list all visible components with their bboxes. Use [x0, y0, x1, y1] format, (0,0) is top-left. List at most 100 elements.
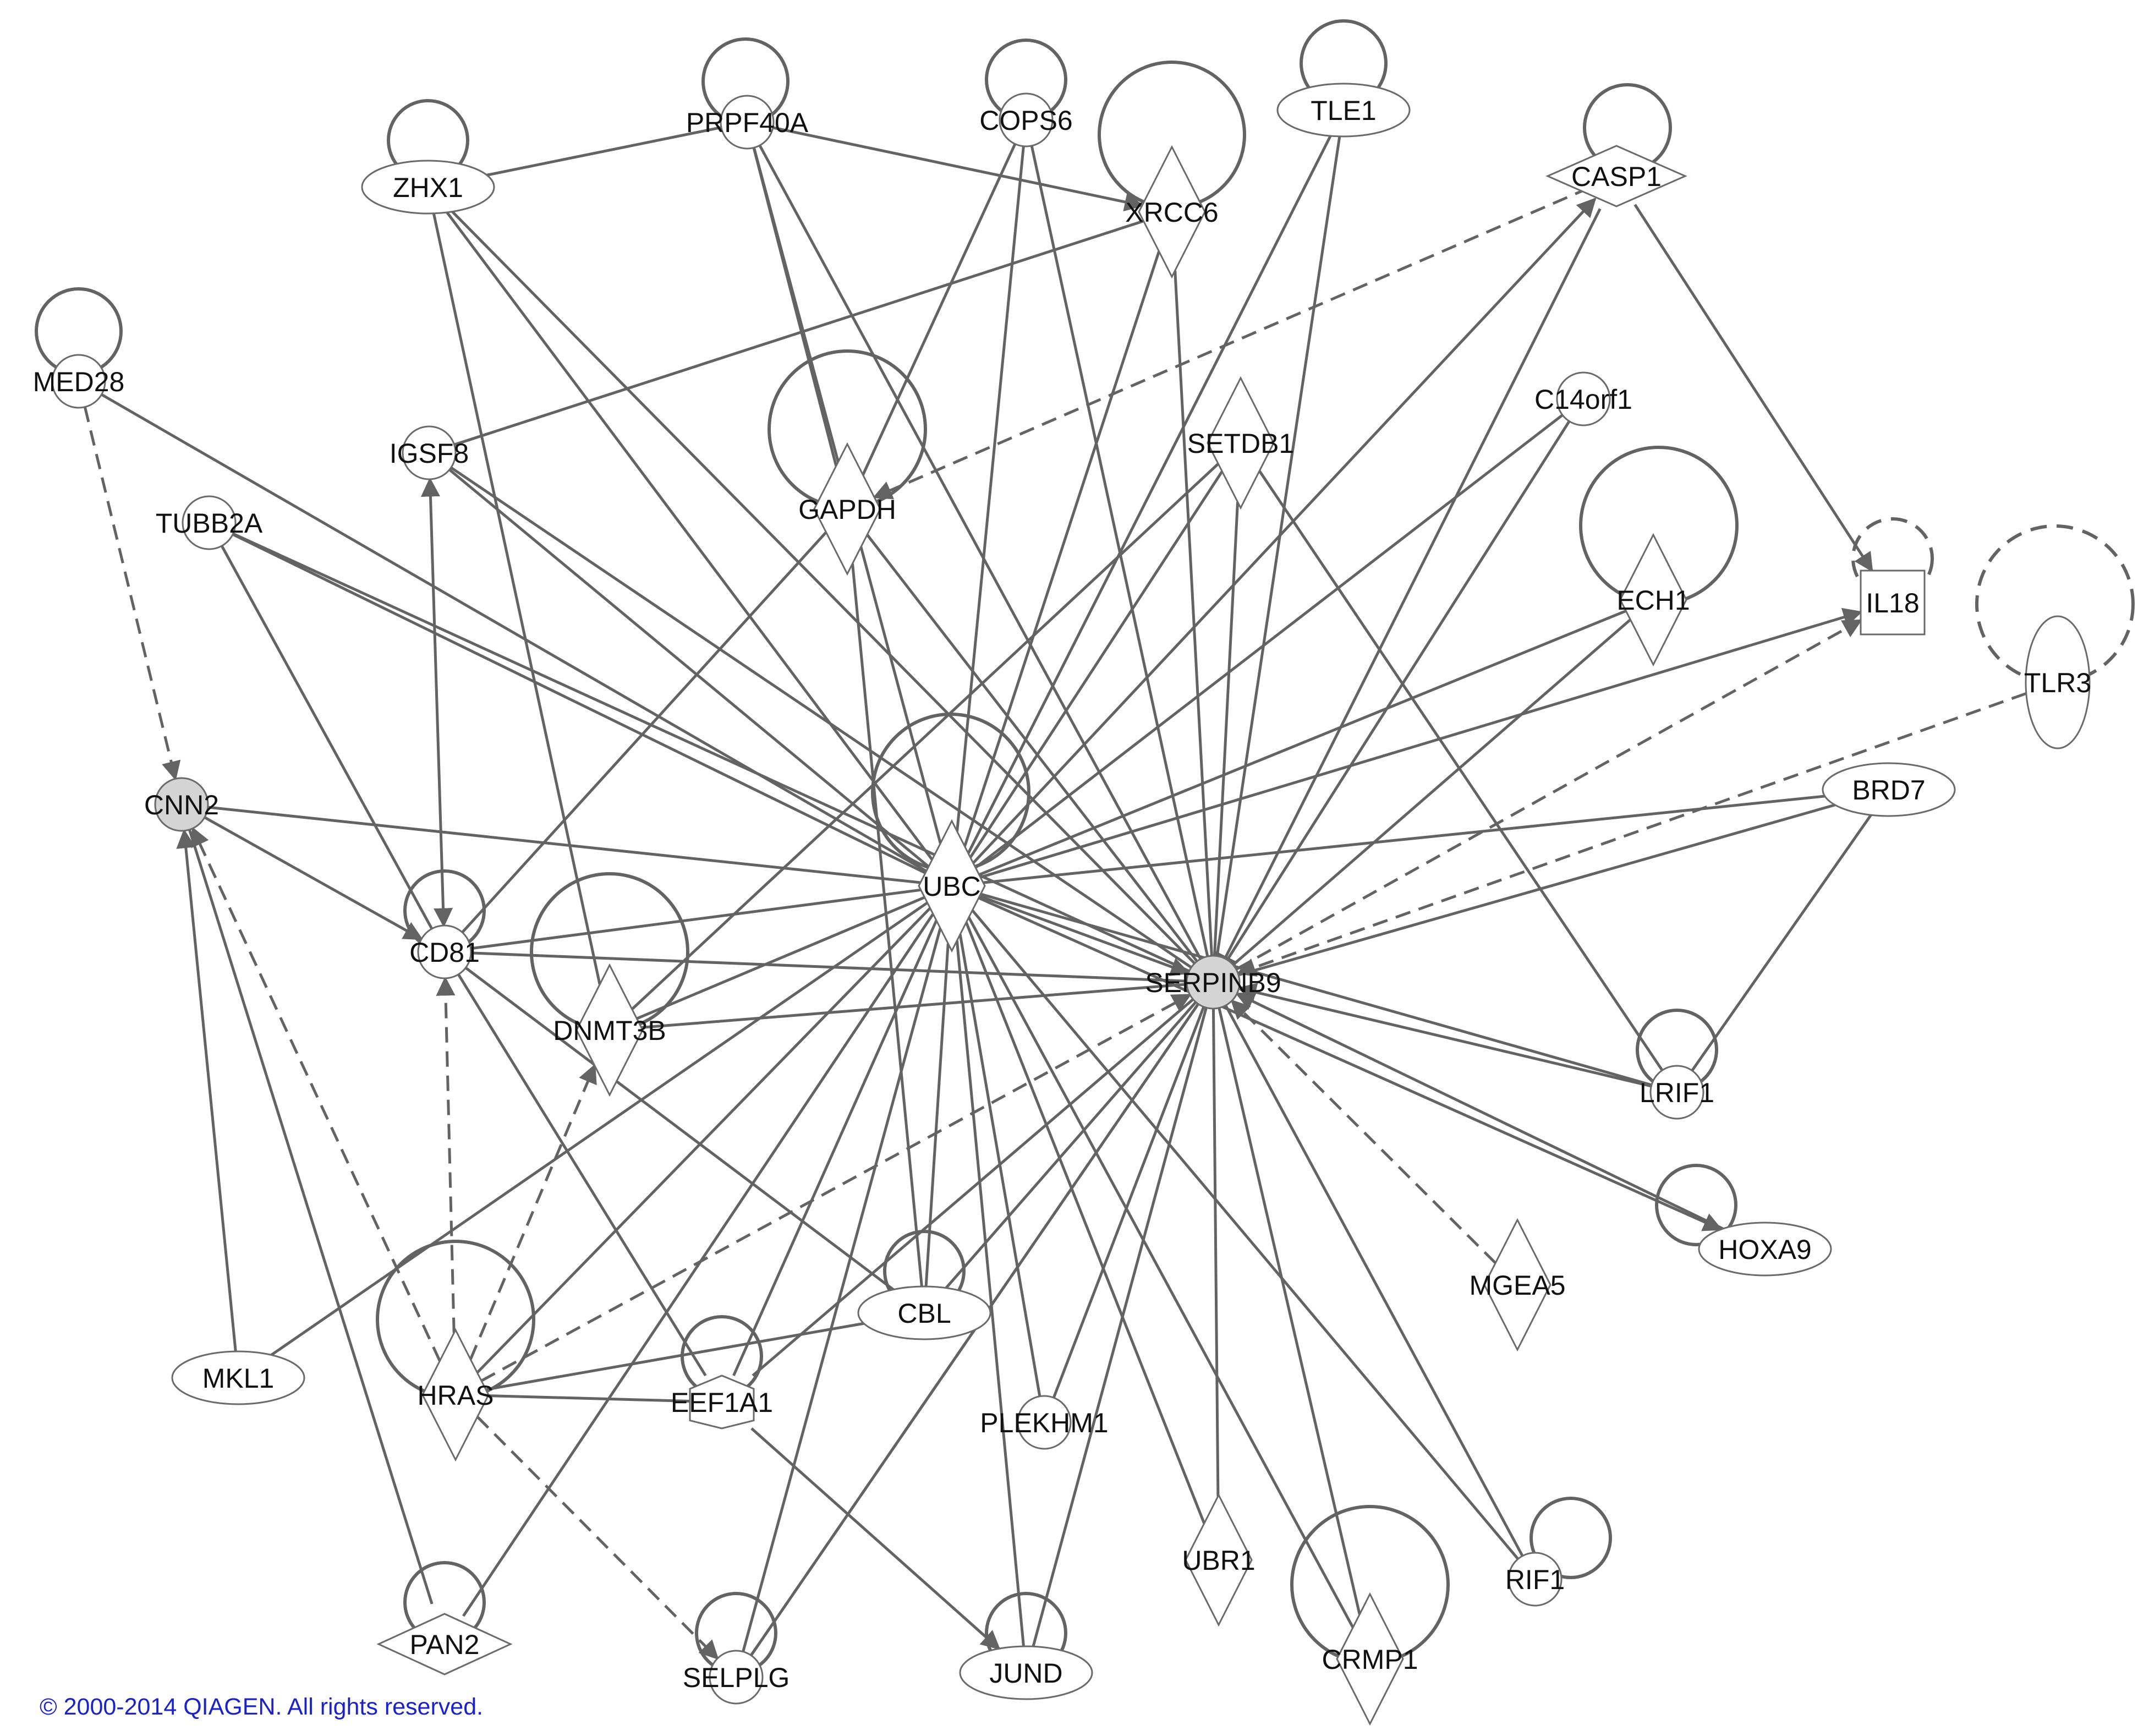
edge-pan2-ubc — [462, 913, 934, 1617]
edge-lrif1-ubc — [980, 892, 1652, 1087]
edge-eef1a1-ubc — [732, 919, 938, 1377]
node-zhx1[interactable]: ZHX1 — [361, 160, 495, 215]
edge-tubb2a-serpinb9 — [232, 532, 1190, 973]
edge-cbl-ubc — [924, 943, 950, 1287]
node-med28[interactable]: MED28 — [33, 354, 125, 409]
edge-mgea5-serpinb9 — [1230, 999, 1496, 1264]
edge-casp1-il18 — [1633, 204, 1873, 572]
node-pan2[interactable]: PAN2 — [376, 1613, 513, 1675]
edge-gapdh-cbl — [851, 563, 923, 1287]
node-prpf40a[interactable]: PRPF40A — [686, 95, 809, 150]
node-label: SELPLG — [683, 1662, 790, 1693]
node-c14orf1[interactable]: C14orf1 — [1534, 371, 1632, 426]
edge-igsf8-ubc — [448, 468, 930, 868]
node-shape — [1483, 1218, 1552, 1352]
node-il18[interactable]: IL18 — [1860, 569, 1926, 636]
node-crmp1[interactable]: CRMP1 — [1322, 1592, 1418, 1726]
node-label: CRMP1 — [1322, 1644, 1418, 1675]
node-tlr3[interactable]: TLR3 — [2024, 615, 2091, 749]
node-ubc[interactable]: UBC — [918, 819, 986, 953]
node-setdb1[interactable]: SETDB1 — [1187, 376, 1295, 510]
node-cnn2[interactable]: CNN2 — [144, 777, 219, 832]
node-cops6[interactable]: COPS6 — [979, 92, 1073, 147]
edge-prpf40a-gapdh — [752, 147, 838, 467]
edge-cd81-eef1a1 — [457, 973, 707, 1377]
node-xrcc6[interactable]: XRCC6 — [1125, 145, 1219, 279]
edge-cbl-cd81 — [464, 966, 895, 1291]
node-shape — [1207, 376, 1275, 510]
edge-selplg-ubc — [742, 928, 942, 1652]
edge-eef1a1-serpinb9 — [752, 998, 1194, 1377]
edge-zhx1-prpf40a — [486, 126, 722, 177]
node-dnmt3b[interactable]: DNMT3B — [553, 963, 666, 1097]
edge-c14orf1-serpinb9 — [1226, 420, 1571, 961]
node-shape — [575, 963, 644, 1097]
node-gapdh[interactable]: GAPDH — [798, 442, 896, 576]
node-casp1[interactable]: CASP1 — [1545, 145, 1687, 207]
edge-hras-serpinb9 — [480, 993, 1192, 1382]
node-label: ZHX1 — [393, 172, 463, 203]
edge-cops6-gapdh — [862, 143, 1017, 476]
edge-tubb2a-cd81 — [220, 545, 434, 930]
node-shape — [1138, 145, 1206, 279]
node-shape — [959, 1645, 1093, 1700]
edge-eef1a1-hras — [488, 1394, 690, 1403]
edge-zhx1-ubc — [446, 211, 934, 861]
edge-ubc-hoxa9 — [978, 896, 1723, 1231]
edge-xrcc6-igsf8 — [453, 220, 1144, 446]
edge-setdb1-serpinb9 — [1213, 502, 1240, 956]
node-selplg[interactable]: SELPLG — [683, 1650, 790, 1705]
edge-tle1-serpinb9 — [1215, 136, 1341, 956]
edge-hras-cd81 — [436, 976, 456, 1333]
edge-tubb2a-ubc — [232, 533, 927, 874]
edge-rif1-ubc — [971, 909, 1520, 1560]
edge-lrif1-serpinb9 — [1237, 983, 1652, 1088]
edge-hras-selplg — [476, 1416, 719, 1660]
node-igsf8[interactable]: IGSF8 — [390, 425, 469, 480]
node-tle1[interactable]: TLE1 — [1276, 83, 1411, 138]
edge-gapdh-cd81 — [461, 531, 827, 934]
node-eef1a1[interactable]: EEF1A1 — [671, 1374, 773, 1430]
node-label: MKL1 — [202, 1363, 275, 1394]
node-shape — [421, 1328, 490, 1462]
node-cd81[interactable]: CD81 — [409, 924, 480, 979]
node-ech1[interactable]: ECH1 — [1616, 533, 1690, 667]
node-shape — [182, 495, 237, 550]
node-shape — [720, 95, 775, 150]
edge-igsf8-cd81 — [420, 477, 453, 928]
edge-ubr1-ubc — [964, 922, 1206, 1524]
node-mkl1[interactable]: MKL1 — [171, 1350, 305, 1405]
node-lrif1[interactable]: LRIF1 — [1640, 1065, 1714, 1120]
edge-c14orf1-ubc — [974, 414, 1564, 869]
edge-gapdh-serpinb9 — [866, 534, 1198, 962]
edge-hoxa9-serpinb9 — [1235, 992, 1724, 1230]
edge-plekhm1-serpinb9 — [1052, 1006, 1205, 1399]
edge-tle1-ubc — [967, 135, 1332, 854]
node-tubb2a[interactable]: TUBB2A — [156, 495, 263, 550]
self-loop-tlr3 — [1975, 524, 2135, 684]
node-shape — [361, 160, 495, 215]
node-ubr1[interactable]: UBR1 — [1182, 1493, 1256, 1627]
node-plekhm1[interactable]: PLEKHM1 — [980, 1395, 1109, 1450]
node-hoxa9[interactable]: HOXA9 — [1698, 1222, 1832, 1277]
node-hras[interactable]: HRAS — [418, 1328, 494, 1462]
node-brd7[interactable]: BRD7 — [1822, 762, 1956, 817]
node-shape — [1276, 83, 1411, 138]
node-label: CBL — [897, 1298, 951, 1329]
node-shape — [1507, 1552, 1563, 1607]
node-cbl[interactable]: CBL — [857, 1285, 991, 1340]
node-mgea5[interactable]: MGEA5 — [1469, 1218, 1566, 1352]
node-label: RIF1 — [1505, 1564, 1565, 1595]
node-label: CD81 — [409, 937, 480, 968]
node-serpinb9[interactable]: SERPINB9 — [1145, 955, 1281, 1010]
edge-pan2-cnn2 — [188, 829, 434, 1604]
node-shape — [402, 425, 457, 480]
node-jund[interactable]: JUND — [959, 1645, 1093, 1700]
node-rif1[interactable]: RIF1 — [1505, 1552, 1565, 1607]
node-shape — [1185, 1493, 1253, 1627]
node-shape — [417, 924, 472, 979]
edge-cnn2-ubc — [207, 806, 921, 884]
edge-mkl1-ubc — [270, 901, 928, 1356]
node-shape — [1186, 955, 1241, 1010]
